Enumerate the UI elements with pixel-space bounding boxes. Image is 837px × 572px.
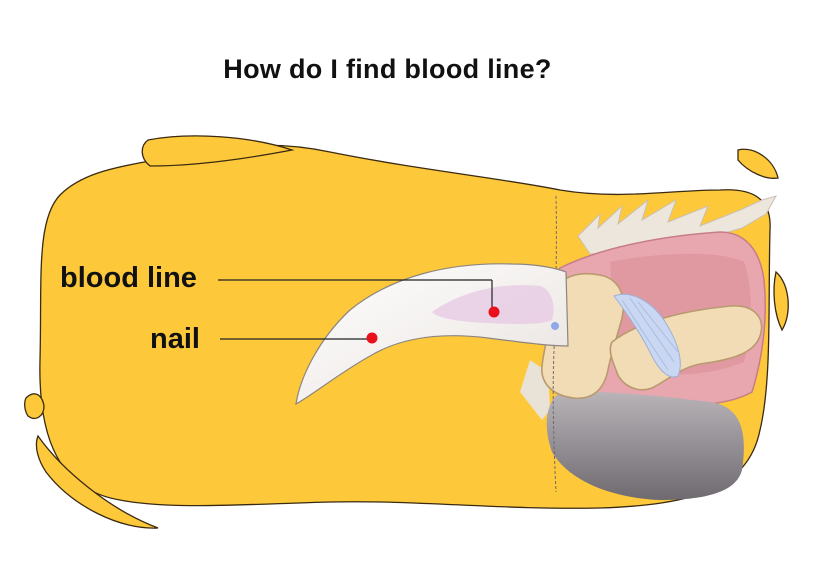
diagram-title: How do I find blood line?	[0, 54, 775, 85]
nail-marker	[367, 333, 378, 344]
blob-fragment-right	[774, 272, 788, 330]
blood-line-marker	[489, 307, 500, 318]
quick-tip-marker	[551, 322, 559, 330]
nail-label: nail	[150, 323, 200, 356]
blob-fragment-top-right	[738, 149, 778, 178]
blob-fragment-left	[25, 394, 44, 419]
blood-line-label: blood line	[60, 262, 197, 295]
